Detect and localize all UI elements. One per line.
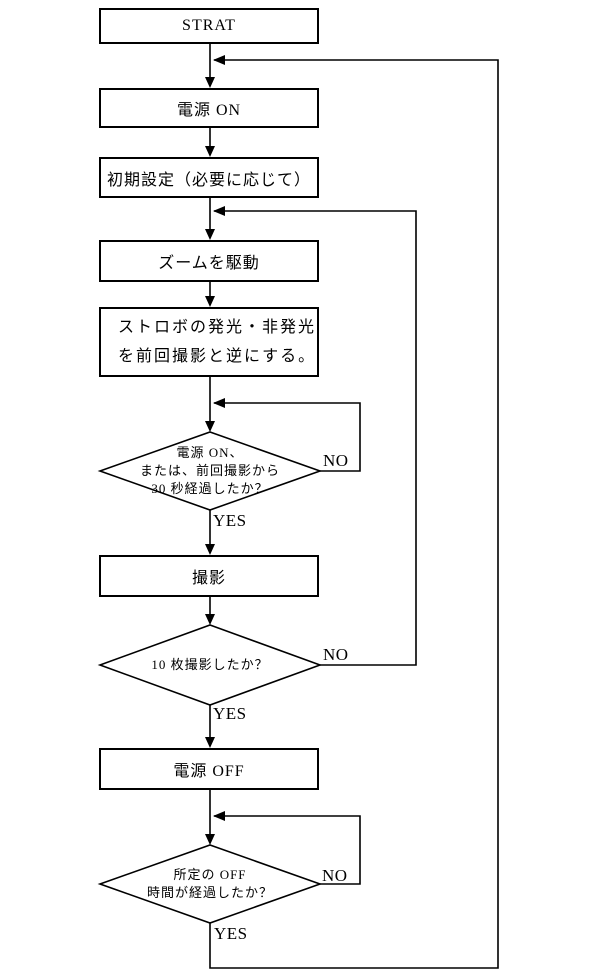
decision2-text: 10 枚撮影したか？ — [110, 656, 310, 674]
arrow-down-icon — [205, 421, 215, 432]
node-strobe-toggle-line1: ストロボの発光・非発光 — [118, 319, 317, 336]
decision3-diamond — [97, 844, 323, 924]
arrow-down-icon — [205, 737, 215, 748]
arrow-down-icon — [205, 77, 215, 88]
decision1-no-label: NO — [323, 451, 349, 470]
decision3-no-label: NO — [322, 866, 348, 885]
node-power-off-label: 電源 OFF — [173, 763, 245, 780]
node-power-on: 電源 ON — [99, 88, 319, 128]
edge-decision3-yes-outer-loop — [209, 59, 499, 969]
node-power-on-label: 電源 ON — [176, 102, 242, 119]
decision3-yes-label: YES — [214, 924, 248, 943]
arrowheads — [205, 55, 225, 845]
node-init-settings: 初期設定（必要に応じて） — [99, 157, 319, 198]
node-init-settings-label: 初期設定（必要に応じて） — [106, 171, 311, 189]
decision1-line2: または、前回撮影から — [139, 463, 280, 478]
decision1-line1: 電源 ON、 — [176, 445, 244, 460]
arrow-down-icon — [205, 296, 215, 307]
decision2-yes-label: YES — [213, 704, 247, 723]
arrow-left-icon — [213, 811, 225, 821]
node-shoot-label: 撮影 — [191, 570, 226, 587]
node-strobe-toggle: ストロボの発光・非発光 を前回撮影と逆にする。 — [99, 307, 319, 377]
node-start-label: STRAT — [182, 17, 236, 34]
decision2-line1: 10 枚撮影したか？ — [151, 657, 269, 672]
arrow-down-icon — [205, 834, 215, 845]
decision1-text: 電源 ON、 または、前回撮影から 30 秒経過したか？ — [120, 444, 300, 498]
arrow-left-icon — [213, 206, 225, 216]
node-shoot: 撮影 — [99, 555, 319, 597]
decision1-line3: 30 秒経過したか？ — [151, 481, 269, 496]
decision2-diamond — [97, 624, 323, 706]
arrow-down-icon — [205, 614, 215, 625]
arrow-left-icon — [213, 398, 225, 408]
decision3-line2: 時間が経過したか？ — [146, 885, 273, 900]
edge-decision2-no-loop — [214, 210, 417, 666]
decision1-diamond — [97, 431, 323, 511]
decision1-yes-label: YES — [213, 511, 247, 530]
arrow-left-icon — [213, 55, 225, 65]
connectors — [209, 44, 499, 969]
node-drive-zoom-label: ズームを駆動 — [158, 255, 260, 272]
arrow-down-icon — [205, 229, 215, 240]
arrow-down-icon — [205, 544, 215, 555]
decision2-no-label: NO — [323, 645, 349, 664]
node-drive-zoom: ズームを駆動 — [99, 240, 319, 282]
decision3-line1: 所定の OFF — [173, 867, 247, 882]
node-strobe-toggle-line2: を前回撮影と逆にする。 — [118, 348, 317, 365]
edge-decision1-no-loop — [214, 402, 361, 472]
node-power-off: 電源 OFF — [99, 748, 319, 790]
node-start: STRAT — [99, 8, 319, 44]
decision3-text: 所定の OFF 時間が経過したか？ — [120, 866, 300, 902]
edge-decision3-no-loop — [214, 815, 361, 885]
decision-shapes — [97, 431, 323, 924]
arrow-down-icon — [205, 146, 215, 157]
